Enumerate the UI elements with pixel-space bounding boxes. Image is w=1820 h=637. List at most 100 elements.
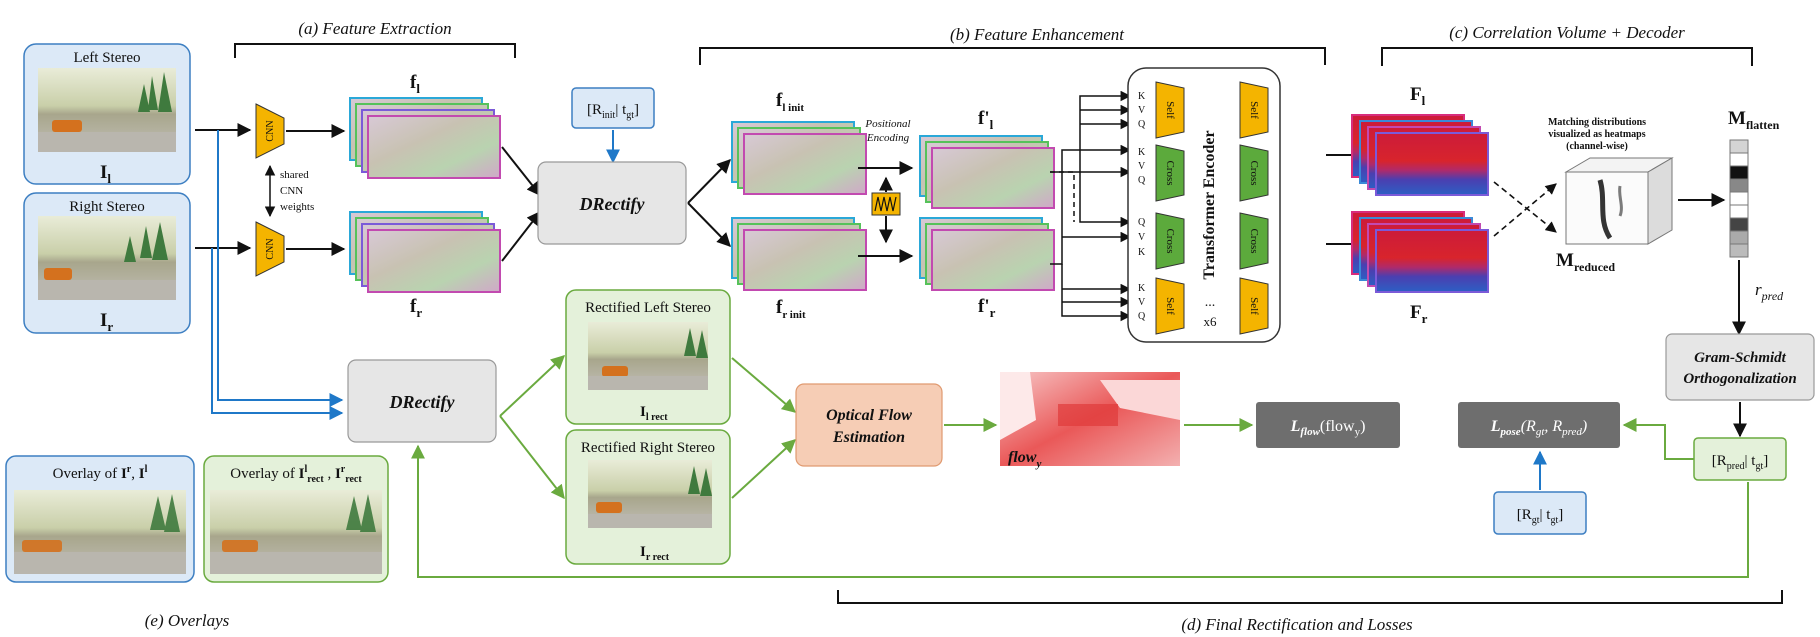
rectified-right-stereo: Rectified Right Stereo Ir rect (565, 429, 731, 565)
self-block-2: Self (1164, 297, 1176, 315)
svg-text:Rectified Right Stereo: Rectified Right Stereo (581, 440, 715, 456)
fl-init-label: fl init (776, 90, 804, 114)
self-block-3: Self (1248, 101, 1260, 119)
dashed-cross-link (1050, 171, 1075, 222)
drectify-top: DRectify (537, 161, 687, 245)
mflatten-column (1729, 139, 1749, 258)
svg-text:Orthogonalization: Orthogonalization (1683, 371, 1796, 387)
svg-text:(channel-wise): (channel-wise) (1566, 141, 1628, 152)
svg-text:visualized as heatmaps: visualized as heatmaps (1548, 129, 1645, 140)
svg-text:Rectified Left Stereo: Rectified Left Stereo (585, 300, 711, 316)
svg-text:DRectify: DRectify (579, 194, 646, 214)
positional-encoding-icon (871, 192, 901, 216)
r-init-box: [Rinit| tgt] (571, 87, 655, 129)
r-pred-box: [Rpred| tgt] (1693, 437, 1787, 481)
matching-caption: Matching distributions visualized as hea… (1548, 117, 1646, 152)
right-stereo-title: Right Stereo (69, 199, 144, 215)
right-stereo-symbol: Ir (100, 310, 113, 334)
svg-text:Q: Q (1138, 311, 1146, 322)
fl-label: fl (410, 72, 420, 96)
svg-text:Positional: Positional (864, 118, 910, 130)
svg-text:Optical Flow: Optical Flow (826, 407, 912, 424)
cross-block-4: Cross (1248, 228, 1260, 253)
positional-encoding-label: Positional Encoding (864, 118, 910, 144)
correlation-volume-cube (1564, 157, 1674, 245)
svg-text:V: V (1138, 105, 1146, 116)
svg-text:K: K (1138, 147, 1146, 158)
svg-text:Q: Q (1138, 217, 1146, 228)
Fl-label: Fl (1410, 84, 1426, 108)
svg-text:K: K (1138, 247, 1146, 258)
section-d-title: (d) Final Rectification and Losses (1181, 615, 1413, 634)
self-block-1: Self (1164, 101, 1176, 119)
r-gt-box: [Rgt| tgt] (1493, 491, 1587, 535)
fpr-label: f'r (978, 296, 996, 320)
svg-text:Lpose(Rgt, Rpred): Lpose(Rgt, Rpred) (1490, 418, 1588, 438)
transformer-col1: Self Cross Cross Self (1155, 81, 1185, 335)
svg-text:Estimation: Estimation (832, 429, 905, 446)
left-stereo-image (38, 68, 176, 152)
section-headers (234, 43, 1783, 604)
left-stereo-title: Left Stereo (73, 50, 140, 66)
kvq-labels: K V Q K V Q Q V K K V Q (1138, 91, 1146, 322)
svg-text:CNN: CNN (265, 120, 276, 141)
mreduced-label: Mreduced (1556, 250, 1615, 274)
transformer-col2: Self Cross Cross Self (1239, 81, 1269, 335)
svg-text:V: V (1138, 232, 1146, 243)
svg-text:[Rpred| tgt]: [Rpred| tgt] (1712, 453, 1768, 472)
right-stereo-image (38, 216, 176, 300)
fpl-label: f'l (978, 108, 994, 132)
Fr-label: Fr (1410, 302, 1428, 326)
section-e-title: (e) Overlays (145, 611, 230, 630)
svg-text:CNN: CNN (280, 185, 303, 197)
heatmap-stack-Fl (1351, 114, 1489, 196)
cross-block-3: Cross (1248, 160, 1260, 185)
cross-block-1: Cross (1164, 160, 1176, 185)
svg-text:shared: shared (280, 169, 309, 181)
flow-y-image (1000, 372, 1180, 466)
cnn-left: CNN (255, 103, 285, 159)
correlation-arrows (1493, 181, 1557, 237)
drectify-bottom: DRectify (347, 359, 497, 443)
fr-init-label: fr init (776, 297, 806, 321)
svg-text:K: K (1138, 91, 1146, 102)
svg-text:Lflow(flowy): Lflow(flowy) (1290, 418, 1366, 438)
right-stereo-input: Right Stereo Ir (23, 192, 191, 334)
loss-flow-box: Lflow(flowy) (1256, 402, 1400, 448)
feature-stack-fl (349, 97, 501, 179)
svg-text:Q: Q (1138, 119, 1146, 130)
self-block-4: Self (1248, 297, 1260, 315)
transformer-repeat: x6 (1204, 314, 1218, 329)
svg-text:[Rinit| tgt]: [Rinit| tgt] (587, 102, 639, 121)
svg-text:weights: weights (280, 201, 314, 213)
section-a-title: (a) Feature Extraction (298, 19, 451, 38)
transformer-dots: ... (1205, 295, 1216, 310)
overlay-rectified: Overlay of Ilrect , Irrect (203, 455, 389, 583)
svg-text:[Rgt| tgt]: [Rgt| tgt] (1517, 507, 1563, 526)
svg-text:K: K (1138, 283, 1146, 294)
feature-stack-fpr (919, 217, 1055, 291)
section-c-title: (c) Correlation Volume + Decoder (1449, 23, 1685, 42)
heatmap-stack-Fr (1351, 211, 1489, 293)
fr-label: fr (410, 296, 422, 320)
feature-stack-fr (349, 211, 501, 293)
input-arrows (195, 123, 252, 255)
svg-text:Overlay of Ilrect , Irrect: Overlay of Ilrect , Irrect (230, 464, 362, 485)
rectified-left-stereo: Rectified Left Stereo Il rect (565, 289, 731, 425)
input-blue-arrows (211, 130, 344, 420)
loss-pose-box: Lpose(Rgt, Rpred) (1458, 402, 1620, 448)
svg-text:DRectify: DRectify (389, 392, 456, 412)
feature-stack-fpl (919, 135, 1055, 209)
svg-text:Ir rect: Ir rect (640, 544, 670, 563)
mflatten-label: Mflatten (1728, 108, 1780, 132)
transformer-title: Transformer Encoder (1201, 130, 1218, 279)
cnn-right: CNN (255, 221, 285, 277)
svg-text:CNN: CNN (265, 238, 276, 259)
cross-block-2: Cross (1164, 228, 1176, 253)
feature-stack-fl-init (731, 121, 867, 195)
svg-text:Q: Q (1138, 175, 1146, 186)
svg-text:V: V (1138, 297, 1146, 308)
flow-y-label: flowy (1008, 449, 1041, 470)
svg-text:Overlay of Ir, Il: Overlay of Ir, Il (53, 464, 148, 482)
